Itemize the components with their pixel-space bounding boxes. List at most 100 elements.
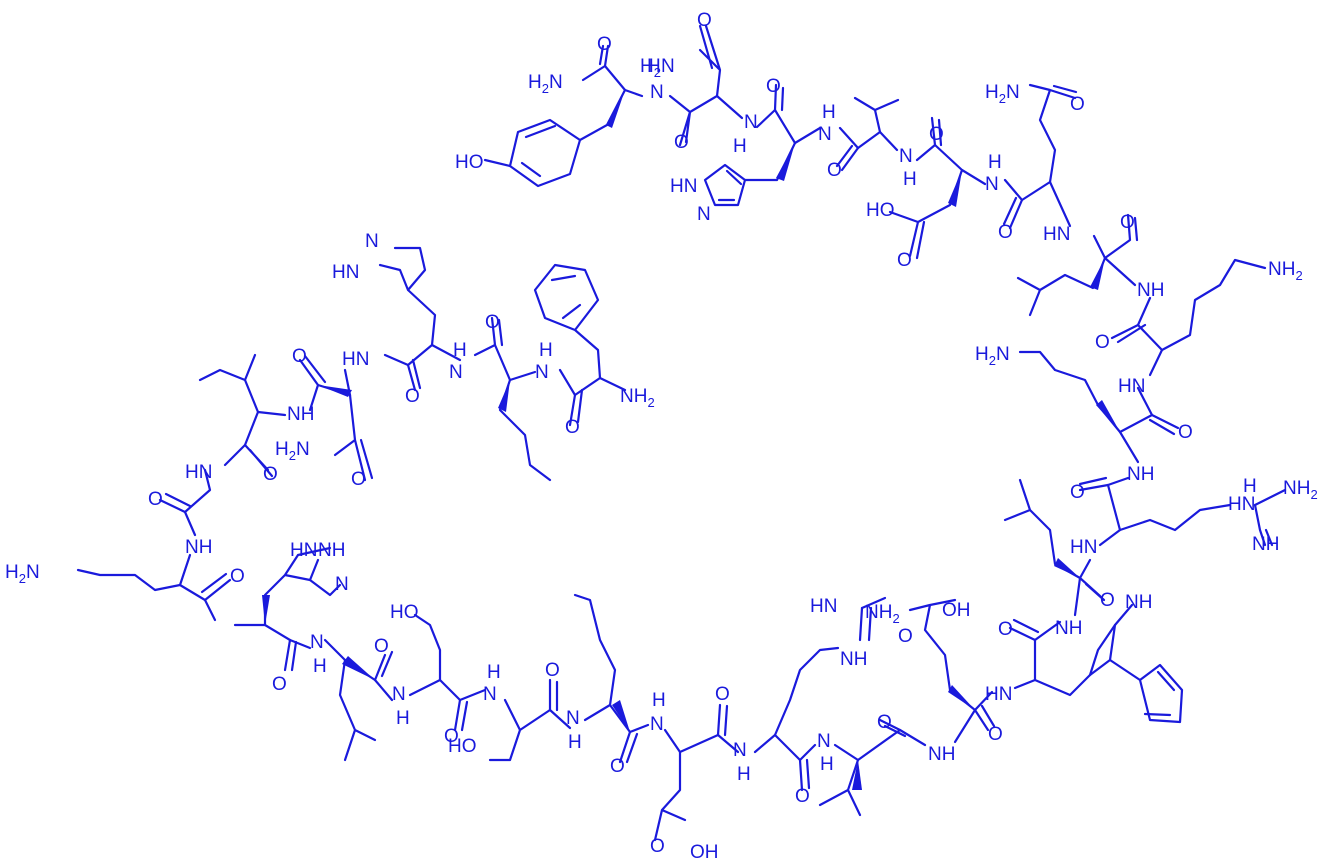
atom-label-nh-glu1: NH bbox=[928, 744, 955, 765]
atom-label-nh2-asn1: H2N bbox=[640, 56, 675, 80]
atom-label-h-his3: H bbox=[453, 340, 467, 361]
atom-label-h-nle1: H bbox=[568, 732, 582, 753]
atom-label-nh-tyr: N bbox=[650, 82, 664, 103]
stereo-wedges bbox=[262, 90, 1120, 790]
atom-label-o-asp1b: O bbox=[897, 250, 912, 271]
atom-label-hn-arg1b: HN bbox=[1070, 537, 1097, 558]
atom-label-h-nle2: H bbox=[539, 340, 553, 361]
atom-label-h-his1: H bbox=[822, 102, 836, 123]
atom-label-o-his3: O bbox=[405, 386, 420, 407]
atom-label-o-lys3: O bbox=[230, 566, 245, 587]
atom-label-nh2-tyr: H2N bbox=[528, 72, 563, 96]
atom-label-nh-arg1: NH bbox=[1127, 464, 1154, 485]
atom-label-hn-asn2: HN bbox=[342, 349, 369, 370]
atom-label-o-gly: O bbox=[148, 489, 163, 510]
atom-label-nh-ser1: N bbox=[483, 684, 497, 705]
atom-label-ho-tyr: HO bbox=[455, 152, 484, 173]
atom-label-oh-glu1: OH bbox=[942, 600, 971, 621]
atom-label-o-glu1: O bbox=[898, 626, 913, 647]
atom-label-hn-im1: HN bbox=[670, 176, 697, 197]
atom-label-h-tyr: H bbox=[647, 56, 661, 77]
atom-label-nh-val1: N bbox=[899, 146, 913, 167]
atom-label-o-leu3: O bbox=[374, 636, 389, 657]
atom-label-h-ser2: H bbox=[396, 708, 410, 729]
atom-label-o-lys2: O bbox=[1178, 422, 1193, 443]
atom-label-o-trp2: O bbox=[988, 724, 1003, 745]
atom-label-nh-asp1: N bbox=[985, 174, 999, 195]
atom-label-o-val1: O bbox=[827, 160, 842, 181]
atom-label-o-gln: O bbox=[1070, 94, 1085, 115]
atom-label-h2n-asn2: H2N bbox=[275, 439, 310, 463]
atom-label-ho-asp1: HO bbox=[866, 200, 895, 221]
atom-label-ho-ser2: HO bbox=[390, 602, 419, 623]
atom-label-o-lys1: O bbox=[1095, 332, 1110, 353]
atom-label-h-val2: H bbox=[820, 754, 834, 775]
atom-label-ho-ser1: HO bbox=[448, 736, 477, 757]
atom-label-o-glu2: O bbox=[715, 684, 730, 705]
atom-label-nh-leu4: NH bbox=[287, 404, 314, 425]
atom-label-h-asn1: H bbox=[733, 136, 747, 157]
atom-label-nh2-guan2: NH2 bbox=[865, 602, 900, 626]
atom-label-o-leu4: O bbox=[263, 464, 278, 485]
atom-label-h2n-lys3: H2N bbox=[5, 562, 40, 586]
atom-label-hn-guan2: HN bbox=[810, 596, 837, 617]
atom-label-o-trp: O bbox=[998, 619, 1013, 640]
atom-label-o-arg2: O bbox=[795, 786, 810, 807]
atom-label-nh-asn1: N bbox=[744, 112, 758, 133]
atom-label-o-asn2b: O bbox=[351, 469, 366, 490]
atom-label-o-ser1: O bbox=[545, 660, 560, 681]
atom-label-n-im2: N bbox=[335, 574, 349, 595]
atom-label-nh-his1: N bbox=[818, 124, 832, 145]
atom-label-h-arg2: H bbox=[737, 764, 751, 785]
atom-label-o-ser2: O bbox=[444, 726, 459, 747]
atom-label-hn-ind: NH bbox=[1125, 592, 1152, 613]
atom-label-o-tyr: O bbox=[597, 34, 612, 55]
atom-label-hn-im3: HN bbox=[332, 262, 359, 283]
atom-label-o-his2: O bbox=[272, 674, 287, 695]
atom-label-o-val2: O bbox=[877, 712, 892, 733]
atom-label-o-his1: O bbox=[766, 76, 781, 97]
atom-label-nh2-phe: NH2 bbox=[620, 386, 655, 410]
atom-label-h-glu2: H bbox=[652, 690, 666, 711]
atom-label-o-gln2: O bbox=[998, 222, 1013, 243]
atom-label-o-asp1: O bbox=[929, 124, 944, 145]
atom-label-oh-glu2: OH bbox=[690, 842, 719, 863]
atom-label-hn-gly: HN bbox=[185, 462, 212, 483]
atom-label-o-asn1a: O bbox=[697, 10, 712, 31]
atom-label-nh-ser2: N bbox=[392, 684, 406, 705]
atom-label-h-val1: H bbox=[903, 169, 917, 190]
atom-label-o-leu2: O bbox=[1100, 590, 1115, 611]
atom-label-o-phe: O bbox=[565, 417, 580, 438]
atom-label-nh2-lys1: NH2 bbox=[1268, 259, 1303, 283]
atom-label-hn-guan1: HN bbox=[1228, 494, 1255, 515]
atom-label-o-glu2b: O bbox=[650, 836, 665, 857]
bond-skeleton bbox=[76, 24, 1287, 842]
atom-label-n-im1: N bbox=[697, 204, 711, 225]
atom-label-hn-his2: HN bbox=[290, 540, 317, 561]
atom-label-nh-his3: N bbox=[449, 362, 463, 383]
atom-label-h-asp1: H bbox=[988, 152, 1002, 173]
atom-label-nh-his2: NH bbox=[318, 540, 345, 561]
atom-label-hn-leu1: HN bbox=[1043, 224, 1070, 245]
atom-label-nh-nle2: N bbox=[535, 362, 549, 383]
atom-label-nh-guan1: NH bbox=[1252, 534, 1279, 555]
atom-label-nh-nle1: N bbox=[566, 708, 580, 729]
atom-label-nh2-gln: H2N bbox=[985, 82, 1020, 106]
atom-label-h-ser1: H bbox=[487, 662, 501, 683]
atom-label-n-im3: N bbox=[365, 231, 379, 252]
atom-label-h-leu3: H bbox=[313, 656, 327, 677]
atom-label-hn-trp: HN bbox=[985, 684, 1012, 705]
atom-label-hn-lys2: HN bbox=[1118, 376, 1145, 397]
atom-label-nh-arg2: N bbox=[733, 740, 747, 761]
atom-label-h2n-lys2: H2N bbox=[975, 344, 1010, 368]
atom-label-nh-leu3: N bbox=[310, 632, 324, 653]
atom-label-nh-guan2: NH bbox=[840, 649, 867, 670]
atom-label-nh-lys3: NH bbox=[185, 537, 212, 558]
atom-label-o-arg1: O bbox=[1070, 482, 1085, 503]
atom-label-o-nle2: O bbox=[485, 312, 500, 333]
atom-label-nh-leu2: NH bbox=[1055, 618, 1082, 639]
atom-label-nh-glu2: N bbox=[650, 714, 664, 735]
atom-label-h-guan1: H bbox=[1243, 476, 1257, 497]
